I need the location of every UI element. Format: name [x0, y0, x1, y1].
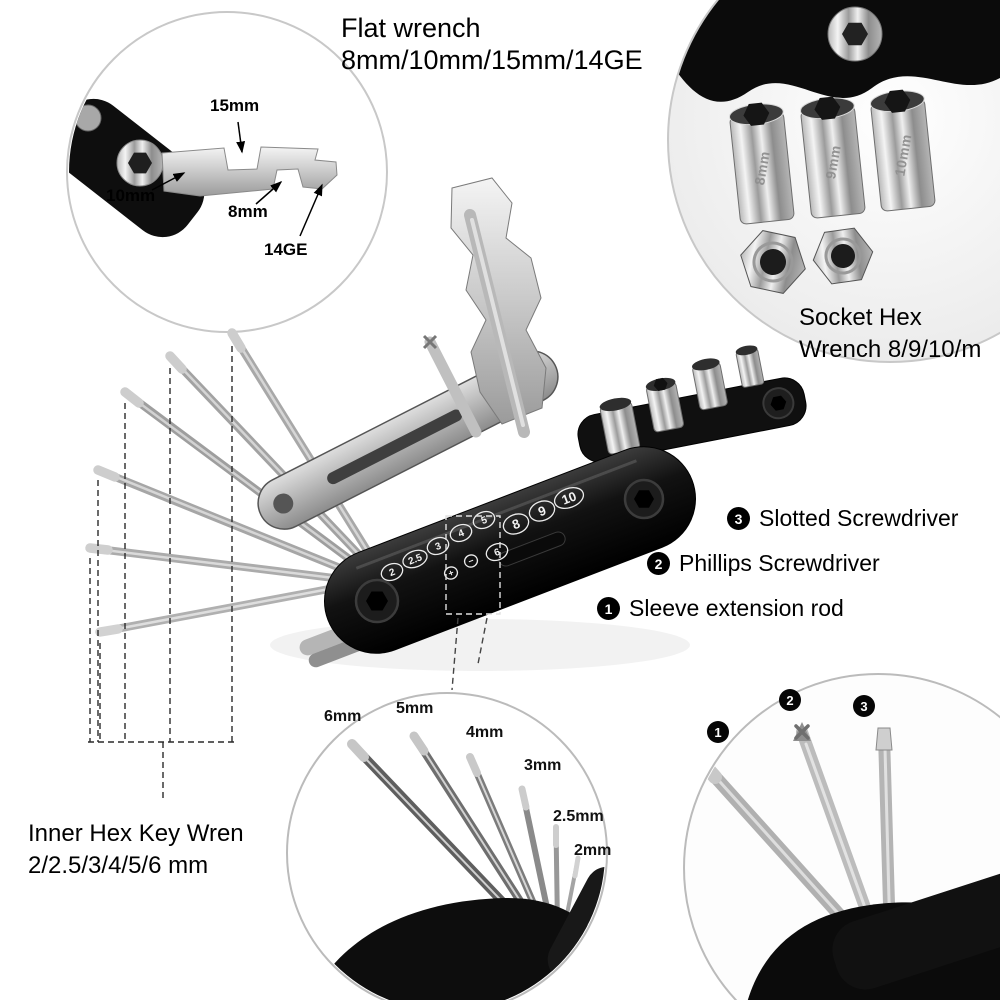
- flat-wrench-inset: [66, 11, 388, 333]
- flat-wrench-title-line2: 8mm/10mm/15mm/14GE: [341, 45, 643, 76]
- svg-text:2.5: 2.5: [407, 552, 424, 567]
- svg-text:+: +: [447, 567, 455, 578]
- hex-key-title-line1: Inner Hex Key Wren: [28, 820, 244, 847]
- small-bit: [735, 345, 765, 388]
- socket-title-line1: Socket Hex: [799, 304, 922, 331]
- callout-arrows: [151, 121, 323, 237]
- socket-inset: 8mm 9mm 10mm: [667, 0, 1000, 363]
- flat-wrench-title-line1: Flat wrench: [341, 13, 481, 43]
- label-15mm: 15mm: [210, 96, 260, 115]
- svg-text:9mm: 9mm: [822, 144, 844, 180]
- inset-circle-rim: [683, 673, 1000, 1000]
- hex-key-title: Inner Hex Key Wren 2/2.5/3/4/5/6 mm: [28, 818, 244, 883]
- svg-text:2: 2: [388, 567, 398, 579]
- socket-title-line2: Wrench 8/9/10/m: [799, 336, 982, 364]
- fan-label-3mm: 3mm: [524, 757, 562, 774]
- fan-label-2-5mm: 2.5mm: [553, 808, 604, 825]
- hex-key-fan: [85, 328, 374, 637]
- number-badge: 2: [647, 552, 670, 575]
- number-badge: 1: [597, 597, 620, 620]
- list-item-label: Phillips Screwdriver: [679, 550, 880, 576]
- phillips-bit: [422, 334, 482, 438]
- tool-size-markings: 2 2.5 3 4 5 6 + − 8 9 10: [380, 486, 585, 582]
- label-8mm: 8mm: [228, 202, 268, 221]
- inset-badge-2: 2: [779, 689, 801, 711]
- inset-badge-1: 1: [707, 721, 729, 743]
- socket-holder-row: [577, 345, 807, 463]
- svg-text:6: 6: [493, 547, 503, 559]
- fan-label-2mm: 2mm: [574, 842, 612, 859]
- bit-phillips-socket: [599, 397, 641, 455]
- flat-wrench-title: Flat wrench 8mm/10mm/15mm/14GE: [341, 12, 643, 77]
- hex-rod-highlight: [470, 218, 525, 427]
- inset-circle-rim: [66, 11, 388, 333]
- number-badge: 3: [727, 507, 750, 530]
- body-bolt-right: [623, 478, 665, 520]
- list-item-sleeve: 1 Sleeve extension rod: [597, 595, 844, 622]
- socket-piece: [645, 377, 684, 433]
- socket-piece: [692, 358, 728, 411]
- list-item-phillips: 2 Phillips Screwdriver: [647, 550, 880, 577]
- hex-fan-inset: [286, 692, 608, 1000]
- socket-10mm: 10mm: [869, 89, 936, 212]
- fan-label-5mm: 5mm: [396, 700, 434, 717]
- tool-black-top: [668, 0, 1000, 102]
- fan-label-4mm: 4mm: [466, 724, 504, 741]
- label-10mm: 10mm: [106, 186, 156, 205]
- svg-text:3: 3: [434, 541, 444, 553]
- drivers-inset: [683, 673, 1000, 1000]
- socket-9mm: 9mm: [799, 96, 866, 219]
- svg-text:10mm: 10mm: [891, 133, 914, 178]
- hex-key-title-line2: 2/2.5/3/4/5/6 mm: [28, 852, 209, 880]
- hex-nut: [812, 227, 874, 285]
- hex-bolt: [827, 6, 883, 62]
- inset-circle-rim: [667, 0, 1000, 363]
- inset-badge-3: 3: [853, 695, 875, 717]
- hex-bolt: [116, 139, 164, 187]
- list-item-label: Slotted Screwdriver: [759, 505, 959, 531]
- tool-base-bar: [832, 870, 1000, 990]
- label-14ge: 14GE: [264, 240, 308, 259]
- list-item-label: Sleeve extension rod: [629, 595, 844, 621]
- svg-text:−: −: [467, 555, 475, 566]
- socket-8mm: 8mm: [728, 102, 795, 225]
- body-bolt-left: [354, 578, 400, 624]
- svg-text:10: 10: [560, 488, 579, 507]
- svg-text:8mm: 8mm: [751, 150, 773, 186]
- dashed-rect: [445, 515, 501, 615]
- body-slot: [498, 531, 566, 567]
- fan-label-6mm: 6mm: [324, 708, 362, 725]
- dashed-callout-lines: [88, 346, 501, 802]
- svg-text:5: 5: [480, 515, 490, 527]
- list-item-slotted: 3 Slotted Screwdriver: [727, 505, 958, 532]
- socket-title: Socket Hex Wrench 8/9/10/m: [799, 302, 981, 367]
- flat-wrench-shape: [161, 146, 338, 197]
- multitool-photo: 2 2.5 3 4 5 6 + − 8 9 10: [85, 177, 807, 671]
- hex-nut: [740, 230, 806, 294]
- svg-text:4: 4: [457, 528, 467, 540]
- inset-circle-rim: [286, 692, 608, 1000]
